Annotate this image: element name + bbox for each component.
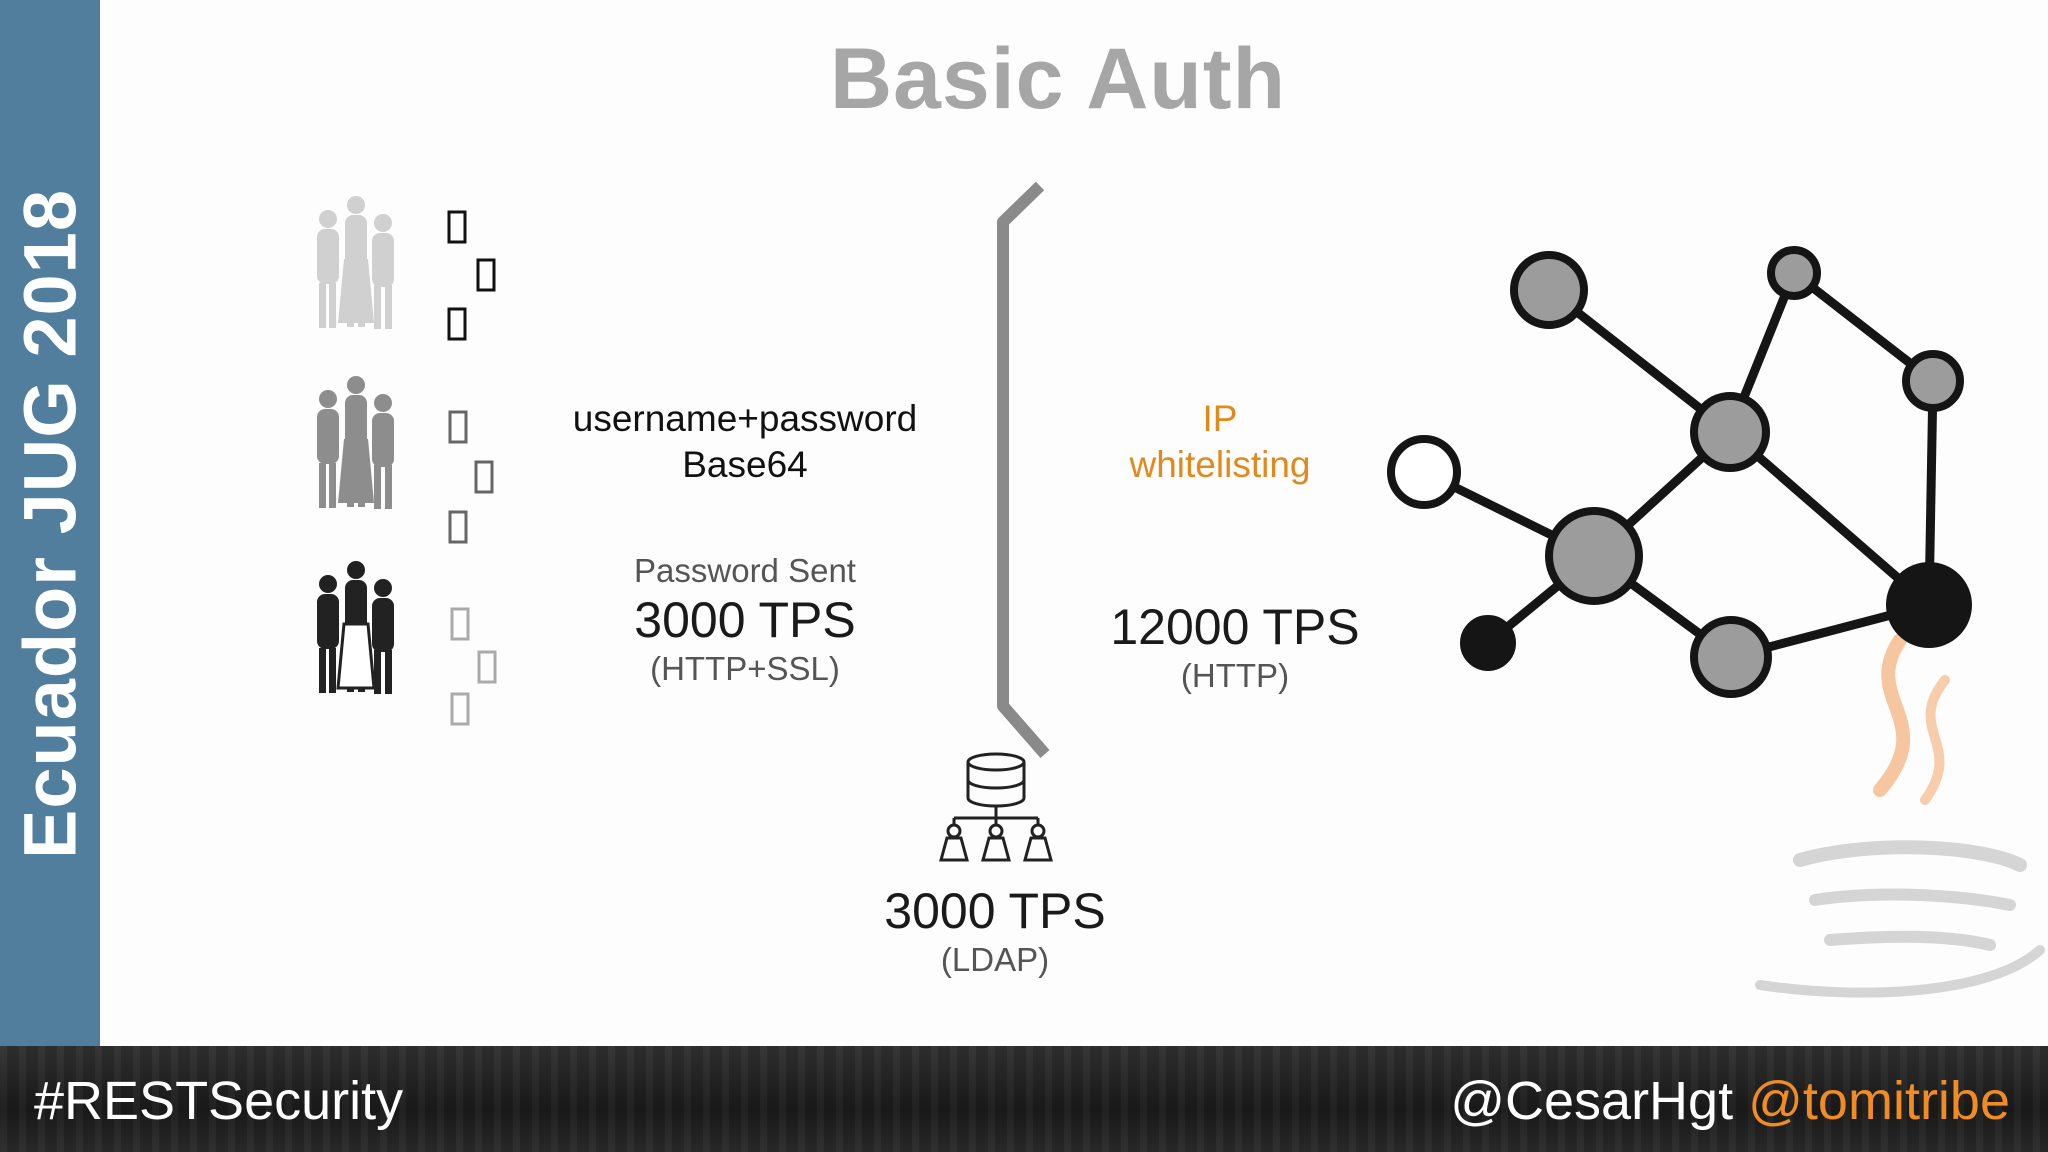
credential-label: username+password Base64 xyxy=(540,396,950,488)
handle-secondary: @tomitribe xyxy=(1748,1071,2010,1131)
firewall-wall xyxy=(997,181,1050,758)
ldap-throughput: 3000 TPS (LDAP) xyxy=(845,882,1145,980)
lock-glyph-icon xyxy=(447,210,497,726)
credential-line-2: Base64 xyxy=(682,444,808,485)
family-group-icon xyxy=(317,376,394,509)
ip-whitelisting-label: IP whitelisting xyxy=(1080,396,1360,488)
handle-primary: @CesarHgt xyxy=(1450,1071,1734,1131)
server-throughput: 12000 TPS (HTTP) xyxy=(1080,598,1390,696)
footer-bar: #RESTSecurity @CesarHgt @tomitribe xyxy=(0,1046,2048,1152)
sidebar-band: Ecuador JUG 2018 xyxy=(0,0,100,1048)
handles: @CesarHgt @tomitribe xyxy=(1450,1070,2010,1132)
server-protocol: (HTTP) xyxy=(1180,657,1290,694)
slide-title: Basic Auth xyxy=(830,31,1286,127)
ldap-protocol: (LDAP) xyxy=(940,941,1050,978)
credential-line-1: username+password xyxy=(572,398,918,439)
ip-label: IP xyxy=(1202,398,1238,439)
client-throughput: Password Sent 3000 TPS (HTTP+SSL) xyxy=(560,551,930,689)
hashtag-label: #RESTSecurity xyxy=(34,1071,404,1131)
client-protocol: (HTTP+SSL) xyxy=(650,650,840,687)
server-tps: 12000 TPS xyxy=(1110,599,1360,655)
family-group-icon xyxy=(317,196,394,329)
java-logo-icon xyxy=(1755,633,2045,998)
network-graph-icon xyxy=(1387,246,1972,698)
whitelisting-label: whitelisting xyxy=(1129,444,1311,485)
ldap-tps: 3000 TPS xyxy=(884,883,1106,939)
client-tps: 3000 TPS xyxy=(634,592,856,648)
database-icon xyxy=(939,752,1053,862)
family-group-icon xyxy=(317,561,394,694)
password-sent-label: Password Sent xyxy=(634,552,856,589)
